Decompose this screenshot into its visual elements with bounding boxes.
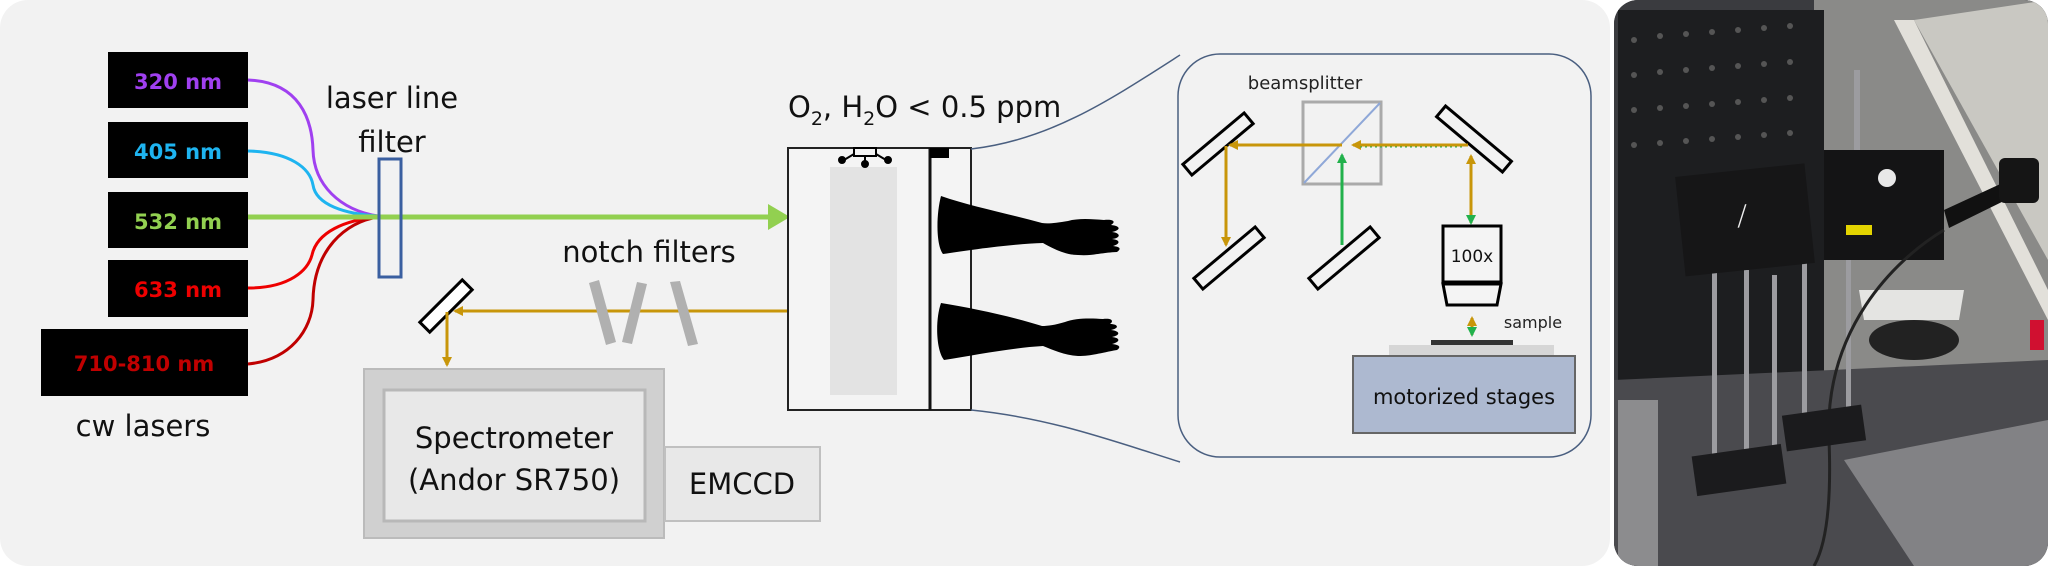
glove-lower-icon (937, 303, 1120, 360)
atm-o2-subscript: 2 (811, 108, 823, 130)
setup-photo: ⧸ (1614, 0, 2048, 566)
spectrometer-model-label: (Andor SR750) (408, 463, 620, 497)
laser-710-810: 710-810 nm (41, 329, 248, 396)
cw-lasers-label: cw lasers (76, 409, 211, 443)
beamsplitter-cube-module (1675, 163, 1815, 277)
glovebox-atmosphere-label: O2, H2O < 0.5 ppm (788, 90, 1061, 130)
setup-schematic-panel: 320 nm 405 nm 532 nm 633 nm 710-810 nm c… (0, 0, 1610, 566)
glovebox-window (830, 167, 897, 395)
beamsplitter-diagonal (1303, 102, 1381, 184)
laser-box (108, 52, 248, 108)
beamsplitter-label: beamsplitter (1248, 73, 1363, 94)
spectrometer-label: Spectrometer (415, 421, 613, 455)
zoom-line-top (970, 54, 1181, 150)
notch-filters (589, 280, 698, 346)
inset-mirror-bottom-center (1306, 224, 1382, 292)
breadboard-holes (1631, 23, 1793, 148)
laser-405: 405 nm (108, 122, 248, 178)
atm-suffix: O < 0.5 ppm (875, 90, 1061, 124)
microscope-arm (1859, 290, 1964, 320)
atm-sep: , H (823, 90, 863, 124)
objective-turret (1869, 320, 1959, 360)
glovebox-latch (930, 148, 949, 158)
zoom-line-bottom (970, 409, 1181, 463)
motorized-stages-label: motorized stages (1373, 385, 1555, 409)
fiber-633 (247, 215, 379, 290)
cube-marking-icon: ⧸ (1738, 202, 1747, 232)
sample-holder (1389, 345, 1554, 355)
laser-warning-label (1846, 225, 1872, 235)
fiber-320 (247, 78, 379, 218)
fiber-405 (247, 149, 379, 218)
glovebox-window-reflection (1844, 420, 2048, 566)
notch-filter (589, 280, 616, 345)
inset-mirror-bottom-left (1191, 224, 1267, 292)
laser-320: 320 nm (108, 52, 248, 108)
spectrometer-inner (382, 388, 647, 523)
camera-tube (1944, 180, 2014, 228)
glovebox (787, 147, 1120, 411)
laser-532: 532 nm (108, 192, 248, 248)
post-base (1691, 443, 1787, 497)
red-connector (2030, 320, 2044, 350)
glovebox-door (929, 147, 972, 411)
notch-filter (670, 281, 698, 346)
laser-box (108, 192, 248, 248)
laser-line-filter (377, 157, 403, 279)
collection-mirror (417, 277, 475, 335)
objective-body (1441, 224, 1503, 284)
fiber-710-810 (247, 215, 379, 366)
lamp-fixture-icon (838, 147, 892, 168)
atm-o: O (788, 90, 811, 124)
laser-box (41, 329, 248, 396)
glovebox-frame (1894, 20, 2048, 320)
emccd-label: EMCCD (689, 467, 795, 501)
setup-schematic: 320 nm 405 nm 532 nm 633 nm 710-810 nm c… (41, 52, 1592, 539)
laser-box (108, 122, 248, 178)
emccd-detector (664, 446, 821, 522)
laser-box (108, 260, 248, 317)
laser-label: 532 nm (134, 210, 222, 234)
laser-label: 320 nm (134, 70, 222, 94)
motorized-stages (1352, 355, 1576, 434)
objective-label: 100x (1451, 247, 1494, 267)
sample-label: sample (1504, 313, 1562, 332)
sample (1431, 340, 1513, 345)
laser-label: 710-810 nm (74, 352, 215, 376)
laser-633: 633 nm (108, 260, 248, 317)
glove-upper-icon (937, 196, 1120, 256)
laser-line-filter-label-1: laser line (326, 81, 458, 115)
atm-h2o-subscript: 2 (863, 108, 875, 130)
inset-mirror-top-left (1180, 110, 1256, 178)
post (1618, 400, 1658, 566)
excitation-arrowhead-icon (768, 204, 790, 230)
notch-filter (622, 282, 647, 344)
objective-lens (1441, 282, 1503, 307)
post-base (1781, 404, 1867, 452)
laser-label: 633 nm (134, 278, 222, 302)
inset-mirror-top-right (1434, 103, 1514, 175)
notch-filters-label: notch filters (562, 235, 736, 269)
camera (1999, 158, 2039, 203)
adjustment-knob (1878, 169, 1896, 187)
laser-label: 405 nm (134, 140, 222, 164)
setup-photo-illustration: ⧸ (1614, 0, 2048, 566)
laser-line-filter-label-2: filter (358, 125, 426, 159)
